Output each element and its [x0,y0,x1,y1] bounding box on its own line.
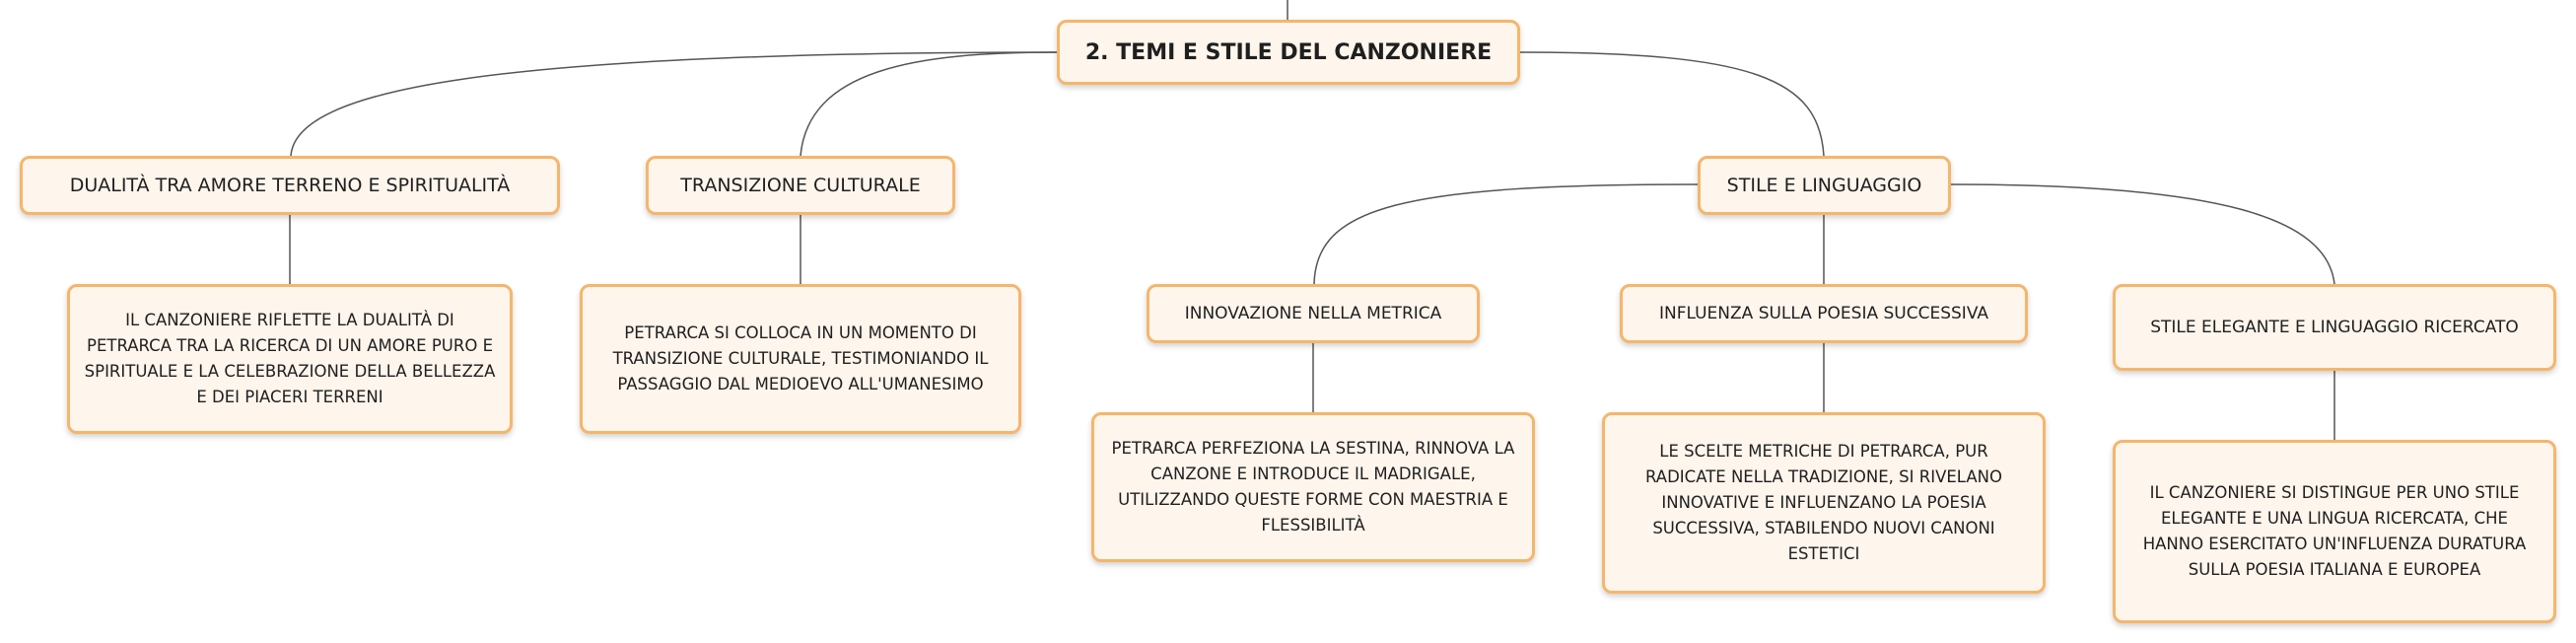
node-influenza-label: INFLUENZA SULLA POESIA SUCCESSIVA [1658,304,1988,323]
connector-root-stile [1519,51,1825,157]
root-node[interactable]: 2. TEMI E STILE DEL CANZONIERE [1057,20,1520,85]
detail-metrica[interactable]: PETRARCA PERFEZIONA LA SESTINA, RINNOVA … [1091,412,1535,562]
connector-stile-metrica [1313,183,1699,285]
detail-dualita[interactable]: IL CANZONIERE RIFLETTE LA DUALITÀ DI PET… [67,284,513,434]
detail-influenza-text: LE SCELTE METRICHE DI PETRARCA, PUR RADI… [1645,442,2002,563]
connector-stile-elegante [1950,183,2335,285]
node-elegante-label: STILE ELEGANTE E LINGUAGGIO RICERCATO [2150,318,2519,337]
node-transizione-label: TRANSIZIONE CULTURALE [680,175,921,196]
node-stile-label: STILE E LINGUAGGIO [1726,175,1922,196]
node-transizione[interactable]: TRANSIZIONE CULTURALE [646,156,955,215]
connector-root-transizione [800,51,1058,157]
node-dualita-label: DUALITÀ TRA AMORE TERRENO E SPIRITUALITÀ [69,175,511,196]
detail-metrica-text: PETRARCA PERFEZIONA LA SESTINA, RINNOVA … [1111,439,1515,535]
node-metrica[interactable]: INNOVAZIONE NELLA METRICA [1147,284,1480,343]
detail-influenza[interactable]: LE SCELTE METRICHE DI PETRARCA, PUR RADI… [1602,412,2046,594]
detail-transizione-text: PETRARCA SI COLLOCA IN UN MOMENTO DI TRA… [612,323,989,393]
node-dualita[interactable]: DUALITÀ TRA AMORE TERRENO E SPIRITUALITÀ [20,156,560,215]
node-elegante[interactable]: STILE ELEGANTE E LINGUAGGIO RICERCATO [2113,284,2556,371]
node-metrica-label: INNOVAZIONE NELLA METRICA [1184,304,1442,323]
connector-root-dualita [290,51,1058,157]
detail-elegante[interactable]: IL CANZONIERE SI DISTINGUE PER UNO STILE… [2113,440,2556,623]
node-stile[interactable]: STILE E LINGUAGGIO [1698,156,1951,215]
node-influenza[interactable]: INFLUENZA SULLA POESIA SUCCESSIVA [1620,284,2028,343]
detail-transizione[interactable]: PETRARCA SI COLLOCA IN UN MOMENTO DI TRA… [580,284,1021,434]
root-title: 2. TEMI E STILE DEL CANZONIERE [1084,39,1493,65]
detail-dualita-text: IL CANZONIERE RIFLETTE LA DUALITÀ DI PET… [84,311,496,406]
detail-elegante-text: IL CANZONIERE SI DISTINGUE PER UNO STILE… [2142,483,2527,579]
